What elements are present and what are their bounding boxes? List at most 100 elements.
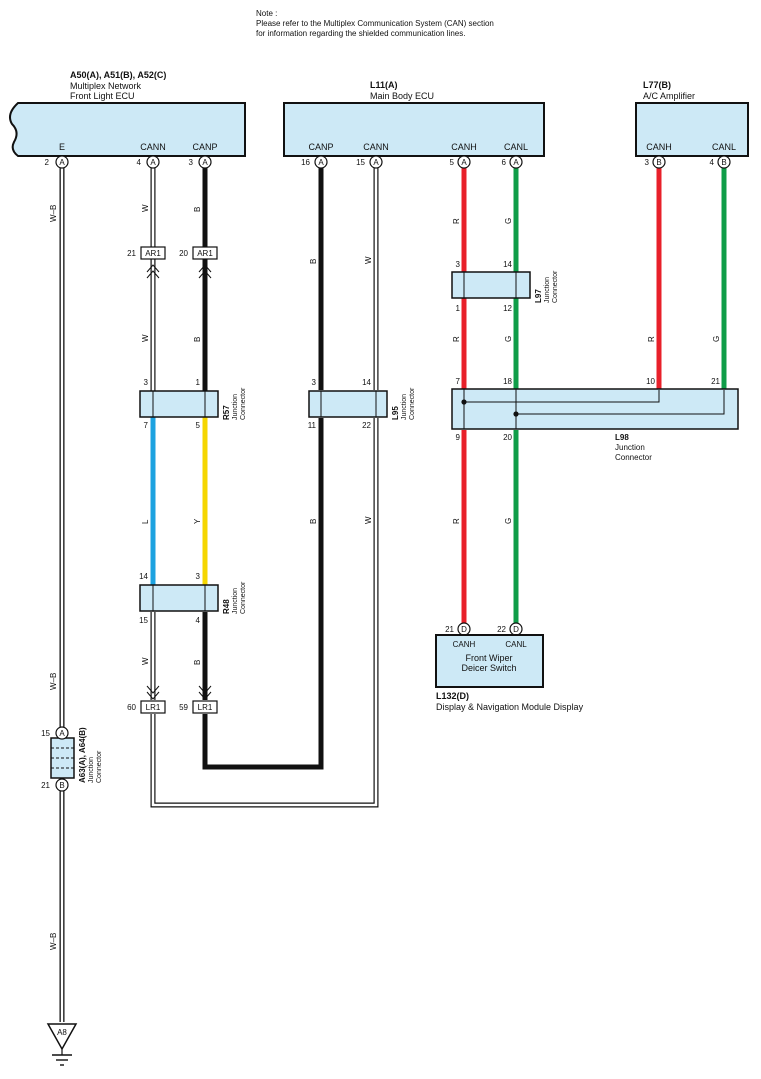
pin-number: 21: [41, 781, 50, 790]
wire-label: W–B: [49, 673, 58, 690]
pin-number: 20: [503, 433, 512, 442]
wire-label: B: [193, 660, 202, 665]
junction-a63-code: A63(A), A64(B): [78, 727, 87, 783]
wire-cann-white: [150, 168, 379, 808]
wire-label: G: [504, 518, 513, 524]
front-light-ecu-code: A50(A), A51(B), A52(C): [70, 70, 166, 80]
note-line-1: Please refer to the Multiplex Communicat…: [256, 19, 494, 28]
pin-number: 15: [356, 158, 365, 167]
pin-number: 21: [127, 249, 136, 258]
connector-lr1-label: LR1: [146, 703, 161, 712]
ground-a8: A8: [46, 1023, 78, 1066]
pin-letter: A: [59, 729, 65, 738]
pin-number: 7: [456, 377, 461, 386]
wiper-switch-inner-1: Front Wiper: [465, 653, 512, 663]
junction-r57-code: R57: [222, 405, 231, 420]
terminal-cann: CANN: [363, 142, 389, 152]
junction-type: Junction: [615, 443, 645, 452]
pin-number: 14: [503, 260, 512, 269]
pin-number: 3: [144, 378, 149, 387]
terminal-canl: CANL: [712, 142, 736, 152]
wire-label: B: [309, 259, 318, 264]
pin-letter: B: [721, 158, 726, 167]
wire-label: R: [452, 218, 461, 224]
pin-letter: A: [373, 158, 379, 167]
junction-a63-a64: A 15 B 21 A63(A), A64(B) Junction Connec…: [41, 726, 103, 792]
pin-letter: D: [461, 625, 467, 634]
wire-label: W–B: [49, 933, 58, 950]
pin-number: 14: [362, 378, 371, 387]
junction-type: Junction: [232, 394, 239, 420]
wiper-switch-name: Display & Navigation Module Display: [436, 702, 584, 712]
pin-number: 3: [196, 572, 201, 581]
junction-type: Connector: [552, 270, 559, 303]
junction-r48: 14 3 15 4 R48 Junction Connector: [139, 572, 247, 625]
terminal-e: E: [59, 142, 65, 152]
junction-l98-code: L98: [615, 433, 629, 442]
note-line-2: for information regarding the shielded c…: [256, 29, 465, 38]
pin-number: 14: [139, 572, 148, 581]
pin-number: 16: [301, 158, 310, 167]
pin-letter: A: [150, 158, 156, 167]
wiper-switch-code: L132(D): [436, 691, 469, 701]
ac-amplifier: L77(B) A/C Amplifier CANH CANL B 3 B 4: [635, 80, 749, 169]
junction-r57: 3 1 7 5 R57 Junction Connector: [139, 378, 247, 430]
wire-label: W–B: [49, 205, 58, 222]
pin-number: 3: [456, 260, 461, 269]
pin-number: 5: [196, 421, 201, 430]
junction-r48-code: R48: [222, 599, 231, 614]
pin-number: 15: [139, 616, 148, 625]
wire-label: R: [452, 518, 461, 524]
pin-number: 22: [362, 421, 371, 430]
pin-letter: A: [513, 158, 519, 167]
wire-label: W: [141, 334, 150, 342]
main-body-ecu-name: Main Body ECU: [370, 91, 434, 101]
junction-l95-code: L95: [391, 406, 400, 420]
pin-letter: D: [513, 625, 519, 634]
pin-letter: A: [202, 158, 208, 167]
pin-number: 7: [144, 421, 149, 430]
junction-type: Junction: [544, 277, 551, 303]
wire-label: B: [193, 207, 202, 212]
pin-number: 2: [45, 158, 50, 167]
terminal-canh: CANH: [451, 142, 477, 152]
pin-number: 59: [179, 703, 188, 712]
wire-label: Y: [193, 518, 202, 524]
pin-number: 4: [710, 158, 715, 167]
connector-ar1-label: AR1: [197, 249, 213, 258]
wire-label: B: [193, 337, 202, 342]
junction-type: Junction: [232, 588, 239, 614]
junction-l95: 3 14 11 22 L95 Junction Connector: [308, 378, 416, 430]
terminal-canp: CANP: [308, 142, 333, 152]
pin-number: 20: [179, 249, 188, 258]
pin-number: 4: [137, 158, 142, 167]
wire-label: W: [364, 256, 373, 264]
note-block: Note : Please refer to the Multiplex Com…: [256, 9, 494, 38]
wire-label: W: [364, 516, 373, 524]
pin-number: 15: [41, 729, 50, 738]
junction-type: Junction: [401, 394, 408, 420]
ground-label: A8: [57, 1028, 67, 1037]
junction-type: Connector: [96, 750, 103, 783]
junction-type: Connector: [409, 387, 416, 420]
ac-amplifier-code: L77(B): [643, 80, 671, 90]
pin-number: 9: [456, 433, 461, 442]
pin-number: 3: [189, 158, 194, 167]
pin-number: 5: [450, 158, 455, 167]
pin-number: 3: [645, 158, 650, 167]
front-wiper-deicer-switch: D 21 D 22 CANH CANL Front Wiper Deicer S…: [435, 622, 584, 712]
junction-l97-code: L97: [534, 289, 543, 303]
pin-letter: A: [318, 158, 324, 167]
pin-number: 10: [646, 377, 655, 386]
pin-number: 1: [196, 378, 201, 387]
junction-l98: 7 18 10 21 9 20 L98 Junction Connector: [451, 377, 739, 462]
pin-number: 60: [127, 703, 136, 712]
connector-lr1: LR1 60 LR1 59: [127, 685, 218, 714]
note-heading: Note :: [256, 9, 277, 18]
connector-lr1-label: LR1: [198, 703, 213, 712]
junction-type: Connector: [240, 581, 247, 614]
junction-l97: 3 14 1 12 L97 Junction Connector: [451, 260, 559, 313]
main-body-ecu-code: L11(A): [370, 80, 398, 90]
wire-label: W: [141, 657, 150, 665]
